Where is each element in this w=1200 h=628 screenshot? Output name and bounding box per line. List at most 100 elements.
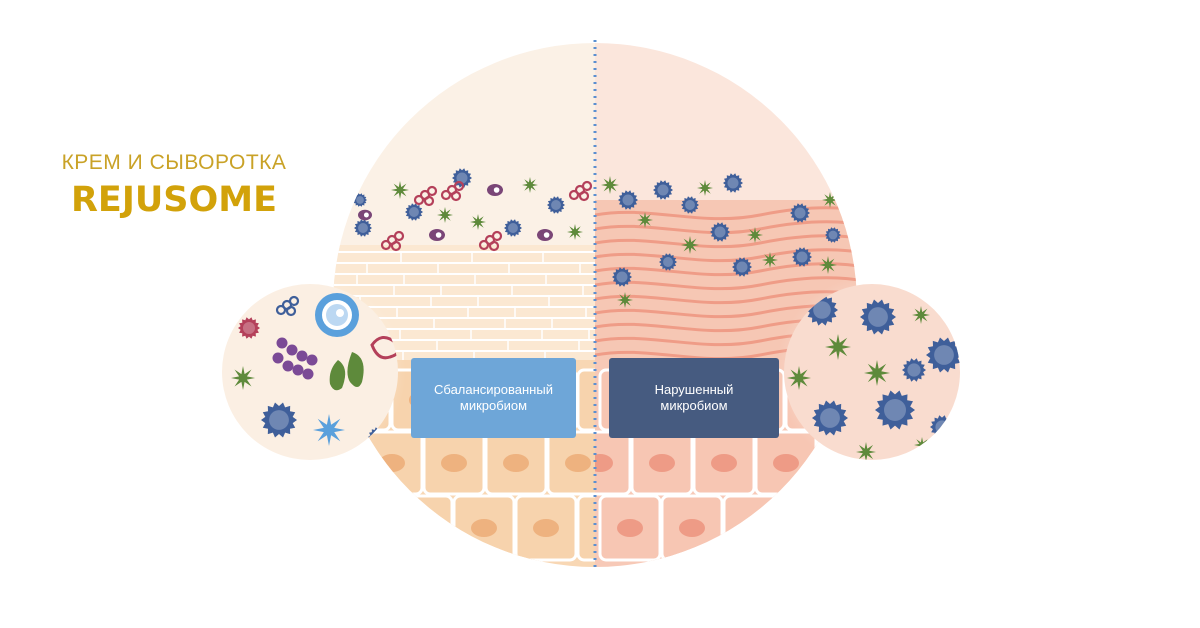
star-microbe-icon — [637, 212, 653, 228]
cell-nucleus — [679, 519, 705, 537]
skin-cell — [390, 494, 454, 562]
coccus-bacterium-icon — [612, 267, 632, 287]
coccus-bacterium-icon — [547, 196, 565, 214]
star-microbe-icon — [787, 366, 811, 390]
skin-cell — [846, 494, 857, 562]
cell-nucleus — [379, 454, 405, 472]
star-microbe-icon — [617, 292, 633, 308]
coccus-bacterium-icon — [710, 222, 730, 242]
disrupted-label-line1: Нарушенный — [654, 382, 734, 397]
staph-cluster-icon — [413, 194, 425, 206]
staph-cluster-icon — [423, 195, 435, 207]
streptococcus-chain-icon — [276, 337, 288, 349]
cell-nucleus — [347, 519, 373, 537]
cell-nucleus — [773, 454, 799, 472]
cell-nucleus — [711, 454, 737, 472]
coccus-bacterium-icon — [353, 193, 367, 207]
skin-cell — [576, 494, 595, 562]
cell-nucleus — [803, 519, 829, 537]
cell-nucleus — [471, 519, 497, 537]
coccus-bacterium-icon — [405, 203, 423, 221]
skin-cell — [722, 494, 786, 562]
star-microbe-icon — [437, 207, 453, 223]
streptococcus-chain-icon — [296, 350, 308, 362]
star-microbe-icon — [697, 180, 713, 196]
cell-nucleus — [649, 454, 675, 472]
coccus-bacterium-icon — [790, 203, 810, 223]
disrupted-zoom-circle — [776, 276, 968, 468]
title-block: КРЕМ И СЫВОРОТКА REJUSOME — [36, 150, 312, 222]
staph-cluster-icon — [440, 189, 452, 201]
cell-nucleus — [565, 454, 591, 472]
cell-nucleus — [533, 519, 559, 537]
cell-nucleus — [741, 519, 767, 537]
staph-cluster-icon — [275, 304, 287, 316]
staph-cluster-icon — [450, 190, 462, 202]
disrupted-label-line2: микробиом — [660, 398, 728, 413]
staph-cluster-icon — [426, 185, 438, 197]
star-microbe-icon — [601, 176, 619, 194]
star-microbe-icon — [762, 252, 778, 268]
star-microbe-icon — [856, 442, 876, 460]
star-microbe-icon — [681, 236, 699, 254]
staph-cluster-icon — [578, 190, 590, 202]
star-microbe-icon — [822, 192, 838, 208]
balanced-label-line2: микробиом — [459, 398, 528, 413]
coccus-bacterium-icon — [261, 402, 297, 438]
coccus-bacterium-icon — [860, 299, 896, 335]
balanced-microbiome-label: Сбалансированный микробиом — [411, 358, 576, 438]
streptococcus-chain-icon — [302, 368, 314, 380]
coccus-bacterium-icon — [792, 247, 812, 267]
coccus-bacterium-icon — [902, 358, 926, 382]
streptococcus-chain-icon — [282, 360, 294, 372]
coccus-bacterium-icon — [504, 219, 522, 237]
coccus-bacterium-icon — [825, 227, 841, 243]
star-microbe-icon — [313, 414, 345, 446]
staph-cluster-icon — [491, 230, 503, 242]
mite-icon — [370, 336, 398, 360]
staph-cluster-icon — [393, 230, 405, 242]
streptococcus-chain-icon — [286, 344, 298, 356]
fungus-icon — [329, 360, 346, 391]
star-microbe-icon — [912, 306, 930, 324]
staph-cluster-icon — [285, 305, 297, 317]
cell-nucleus — [441, 454, 467, 472]
star-microbe-icon — [825, 334, 851, 360]
coccus-bacterium-icon — [659, 253, 677, 271]
cell-nucleus — [617, 519, 643, 537]
coccus-bacterium-icon — [812, 400, 848, 436]
skin-cell — [576, 368, 595, 432]
staph-cluster-icon — [390, 240, 402, 252]
balanced-label-line1: Сбалансированный — [434, 382, 553, 397]
fungus-icon — [347, 352, 364, 387]
staph-cluster-icon — [568, 189, 580, 201]
coccus-bacterium-icon — [354, 219, 372, 237]
brand-name: REJUSOME — [70, 180, 277, 220]
star-microbe-icon — [231, 366, 255, 390]
coccus-bacterium-icon — [238, 317, 260, 339]
coccus-bacterium-icon — [926, 337, 960, 373]
coccus-bacterium-icon — [681, 196, 699, 214]
product-subtitle: КРЕМ И СЫВОРОТКА — [61, 151, 287, 174]
staph-cluster-icon — [478, 239, 490, 251]
staph-cluster-icon — [581, 180, 593, 192]
coccus-bacterium-icon — [653, 180, 673, 200]
star-microbe-icon — [522, 177, 538, 193]
star-microbe-icon — [819, 256, 837, 274]
cell-nucleus — [865, 519, 891, 537]
skin-cell — [333, 494, 392, 562]
star-microbe-icon — [747, 227, 763, 243]
staph-cluster-icon — [488, 240, 500, 252]
star-microbe-icon — [470, 214, 486, 230]
coccus-bacterium-icon — [732, 257, 752, 277]
streptococcus-chain-icon — [306, 354, 318, 366]
cell-nucleus — [503, 454, 529, 472]
cell-nucleus — [595, 454, 613, 472]
streptococcus-chain-icon — [272, 352, 284, 364]
skin-cell — [784, 494, 848, 562]
coccus-bacterium-icon — [875, 390, 915, 430]
coccus-bacterium-icon — [618, 190, 638, 210]
star-microbe-icon — [567, 224, 583, 240]
streptococcus-chain-icon — [292, 364, 304, 376]
coccus-bacterium-icon — [723, 173, 743, 193]
